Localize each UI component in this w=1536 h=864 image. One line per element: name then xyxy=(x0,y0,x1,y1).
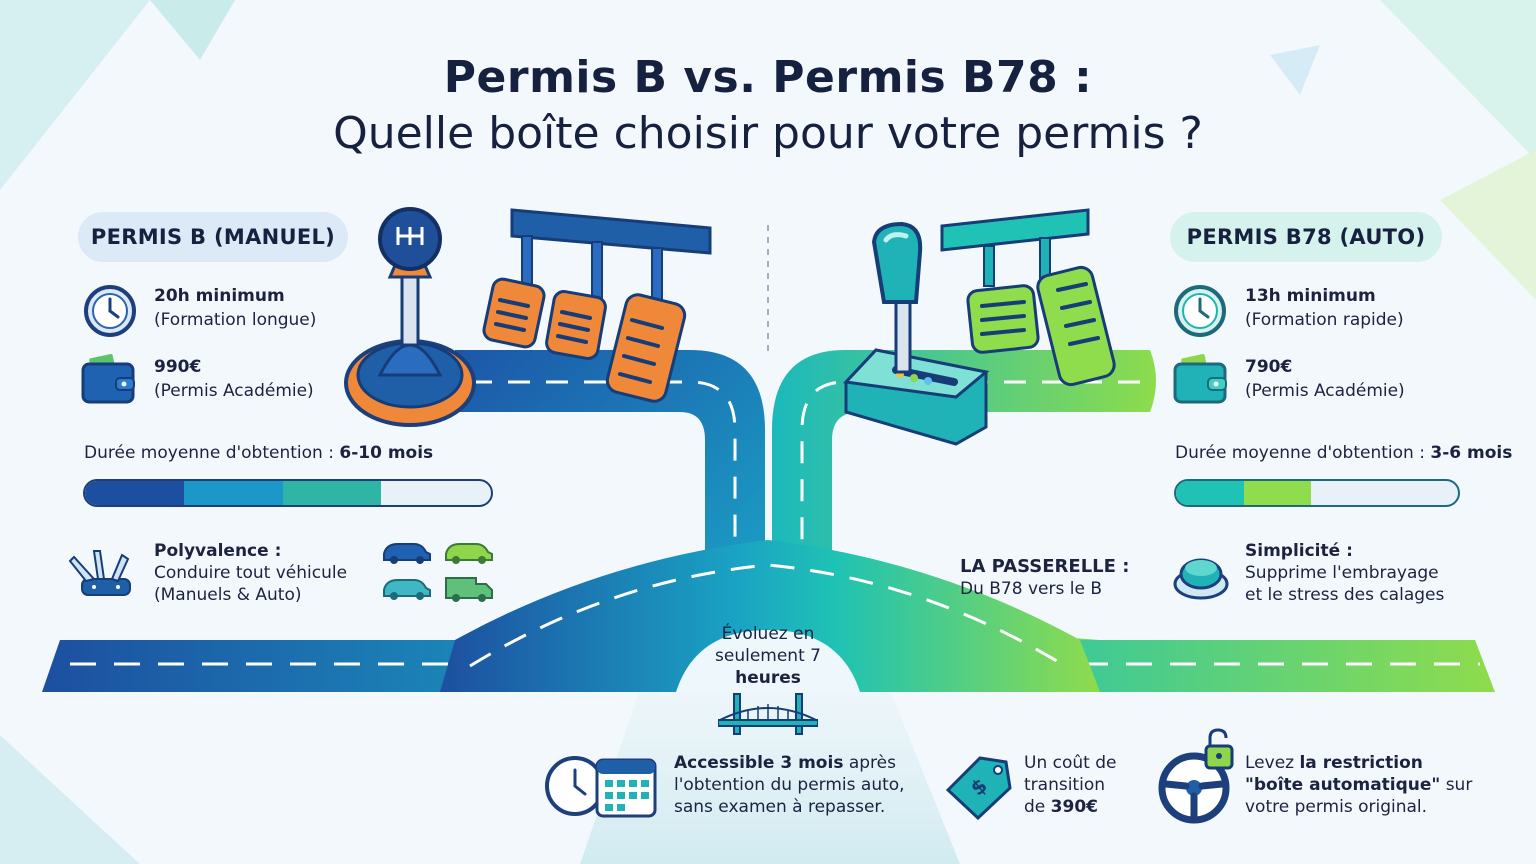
manual-hours-value: 20h minimum xyxy=(154,286,285,306)
cost-note: Un coût de transition de 390€ xyxy=(1024,752,1116,818)
auto-duration: Durée moyenne d'obtention : 3-6 mois xyxy=(1175,443,1512,463)
lift-line2: "boîte automatique" sur xyxy=(1245,775,1473,795)
lift-line1: Levez la restriction xyxy=(1245,753,1423,773)
bridge-text: Évoluez en seulement 7 heures xyxy=(693,623,843,689)
auto-duration-label: Durée moyenne d'obtention : xyxy=(1175,443,1431,463)
manual-duration-value: 6-10 mois xyxy=(339,443,434,463)
manual-feature-line2: (Manuels & Auto) xyxy=(154,585,302,605)
auto-feature-line1: Supprime l'embrayage xyxy=(1245,563,1439,583)
manual-price: 990€ (Permis Académie) xyxy=(154,355,314,403)
manual-feature-title: Polyvalence : xyxy=(154,541,282,561)
manual-duration: Durée moyenne d'obtention : 6-10 mois xyxy=(84,443,433,463)
access-line3: sans examen à repasser. xyxy=(674,797,886,817)
clock-icon xyxy=(84,285,136,337)
clock-calendar-icon xyxy=(545,756,657,818)
auto-progress-fill xyxy=(1176,481,1312,505)
bridge-light xyxy=(580,690,960,864)
auto-hours-value: 13h minimum xyxy=(1245,286,1376,306)
passerelle-title: LA PASSERELLE : xyxy=(960,556,1130,577)
manual-progress-fill xyxy=(85,481,382,505)
auto-price: 790€ (Permis Académie) xyxy=(1245,355,1405,403)
manual-feature: Polyvalence : Conduire tout véhicule (Ma… xyxy=(154,540,347,606)
gear-stick-icon xyxy=(344,207,476,427)
manual-feature-line1: Conduire tout véhicule xyxy=(154,563,348,583)
car-teal xyxy=(383,579,431,600)
manual-duration-label: Durée moyenne d'obtention : xyxy=(84,443,340,463)
manual-pedals-icon xyxy=(482,208,712,403)
bridge-line1: Évoluez en xyxy=(721,624,815,644)
cost-line2: transition xyxy=(1024,775,1105,795)
auto-feature: Simplicité : Supprime l'embrayage et le … xyxy=(1245,540,1444,606)
car-green xyxy=(445,543,493,564)
manual-price-value: 990€ xyxy=(154,357,202,377)
lift-note: Levez la restriction "boîte automatique"… xyxy=(1245,752,1472,818)
auto-pedals-icon xyxy=(940,208,1116,387)
manual-badge: PERMIS B (MANUEL) xyxy=(78,212,348,262)
page-title: Permis B vs. Permis B78 : xyxy=(443,52,1093,103)
decor-shard-tr2 xyxy=(1270,45,1320,95)
bridge-line2: seulement 7 xyxy=(715,646,821,666)
button-icon xyxy=(1173,558,1229,600)
auto-feature-title: Simplicité : xyxy=(1245,541,1353,561)
cost-line1: Un coût de xyxy=(1024,753,1117,773)
swiss-knife-icon xyxy=(68,550,131,596)
access-line2: l'obtention du permis auto, xyxy=(674,775,905,795)
passerelle-block: LA PASSERELLE : Du B78 vers le B xyxy=(960,556,1129,600)
auto-price-value: 790€ xyxy=(1245,357,1293,377)
auto-hours: 13h minimum (Formation rapide) xyxy=(1245,284,1404,332)
auto-hours-note: (Formation rapide) xyxy=(1245,310,1404,330)
decor-shard-r xyxy=(1440,150,1536,300)
lift-line3: votre permis original. xyxy=(1245,797,1428,817)
price-tag-icon: $ xyxy=(945,756,1012,820)
passerelle-subtitle: Du B78 vers le B xyxy=(960,579,1102,599)
auto-price-note: (Permis Académie) xyxy=(1245,381,1405,401)
auto-clock-icon xyxy=(1174,285,1226,337)
cars-icon xyxy=(383,543,493,602)
bridge-icon xyxy=(718,693,818,735)
decor-shard-tr xyxy=(1380,0,1536,160)
steering-wheel-lock-icon xyxy=(1158,728,1234,824)
decor-shard-tl xyxy=(0,0,150,190)
access-line1: Accessible 3 mois après xyxy=(674,753,896,773)
bridge-line3: heures xyxy=(735,668,801,688)
van-green xyxy=(445,577,493,602)
auto-wallet-icon xyxy=(1173,354,1227,404)
auto-progress-bar xyxy=(1174,479,1460,507)
page-subtitle: Quelle boîte choisir pour votre permis ? xyxy=(333,108,1203,159)
auto-shifter-icon xyxy=(842,222,990,446)
access-note: Accessible 3 mois après l'obtention du p… xyxy=(674,752,905,818)
car-blue xyxy=(383,543,431,564)
decor-shard-tl2 xyxy=(150,0,235,60)
wallet-icon xyxy=(81,354,135,404)
cost-line3: de 390€ xyxy=(1024,797,1098,817)
manual-price-note: (Permis Académie) xyxy=(154,381,314,401)
bridge-road xyxy=(440,540,1100,692)
auto-duration-value: 3-6 mois xyxy=(1430,443,1513,463)
auto-feature-line2: et le stress des calages xyxy=(1245,585,1445,605)
auto-badge: PERMIS B78 (AUTO) xyxy=(1170,212,1442,262)
manual-progress-bar xyxy=(83,479,493,507)
manual-hours: 20h minimum (Formation longue) xyxy=(154,284,316,332)
manual-hours-note: (Formation longue) xyxy=(154,310,317,330)
decor-shard-bl xyxy=(0,735,140,864)
